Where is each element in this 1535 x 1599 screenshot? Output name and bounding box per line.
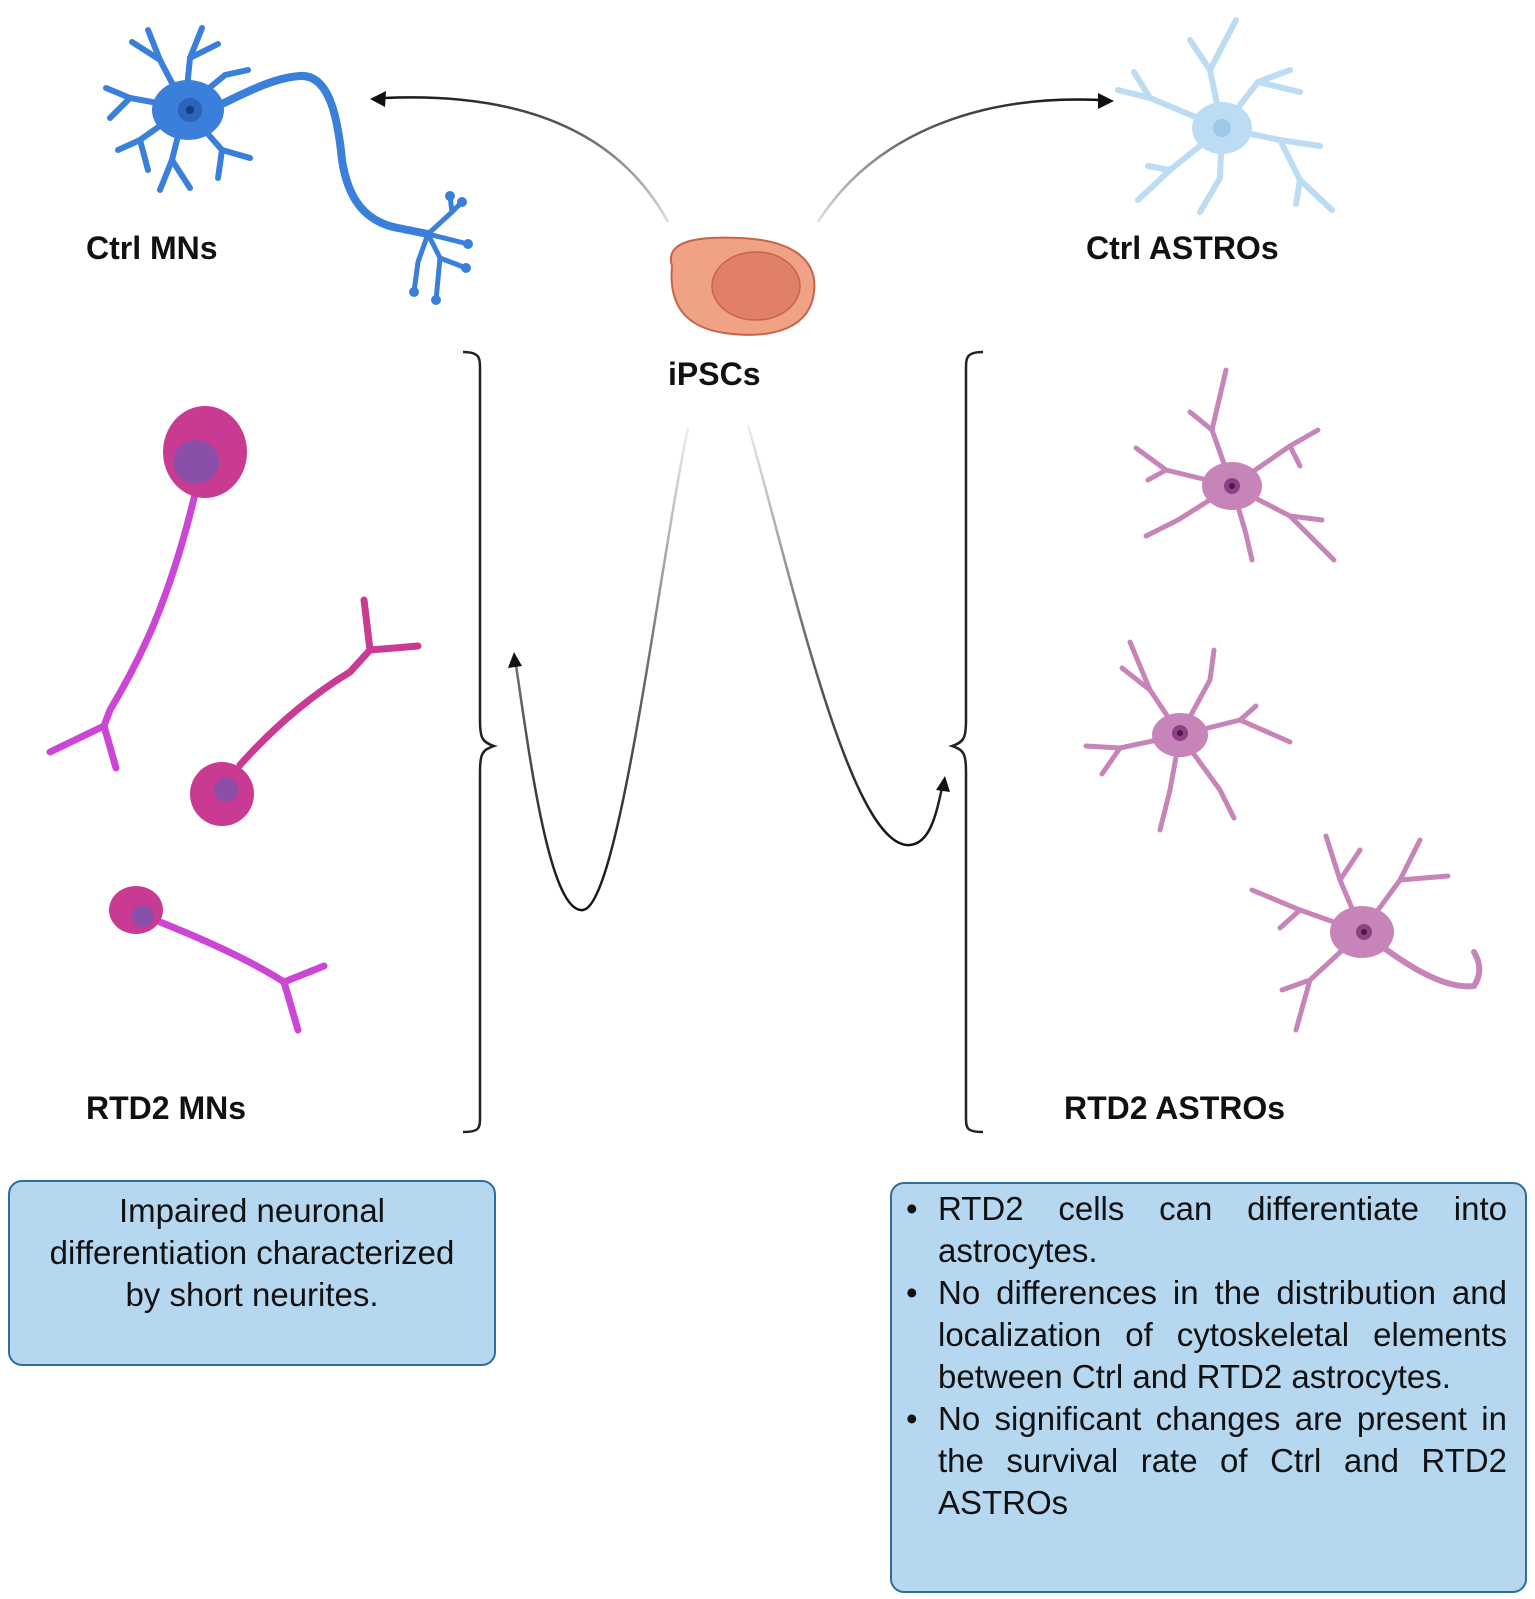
bullet-glyph: • — [906, 1190, 918, 1227]
rtd2-astrocyte-icon — [1133, 367, 1337, 563]
astrocyte-summary-list: • RTD2 cells can differentiate into astr… — [892, 1188, 1507, 1524]
left-brace — [462, 350, 498, 1134]
bullet-glyph: • — [906, 1400, 918, 1437]
ctrl-mns-label: Ctrl MNs — [86, 230, 218, 266]
rtd2-astrocyte-icon — [1083, 639, 1293, 833]
motor-neuron-icon — [103, 25, 473, 305]
summary-bullet-text: No differences in the distribution and l… — [938, 1274, 1507, 1395]
neuron-summary-text: Impaired neuronal differentiation charac… — [49, 1192, 455, 1313]
right-brace — [948, 350, 984, 1134]
ipscs-label: iPSCs — [668, 356, 761, 392]
neuron-summary-box: Impaired neuronal differentiation charac… — [8, 1180, 496, 1366]
astrocyte-icon — [1115, 17, 1335, 215]
arrow-to-rtd2-astros — [746, 424, 950, 847]
rtd2-astros-label: RTD2 ASTROs — [1064, 1090, 1286, 1126]
rtd2-astrocyte-icon — [1249, 833, 1483, 1033]
ctrl-astros-label: Ctrl ASTROs — [1086, 230, 1279, 266]
arrow-to-ctrl-astros — [816, 93, 1114, 223]
short-neurite-neuron-icon — [46, 406, 422, 1034]
bullet-glyph: • — [906, 1274, 918, 1311]
astrocyte-summary-box: • RTD2 cells can differentiate into astr… — [890, 1182, 1527, 1593]
arrow-to-rtd2-mns — [508, 427, 690, 912]
summary-bullet-item: • No significant changes are present in … — [892, 1398, 1507, 1524]
arrow-to-ctrl-mns — [370, 91, 670, 223]
stem-cell-icon — [669, 236, 816, 336]
summary-bullet-text: No significant changes are present in th… — [938, 1400, 1507, 1521]
summary-bullet-text: RTD2 cells can differentiate into astroc… — [938, 1190, 1507, 1269]
summary-bullet-item: • No differences in the distribution and… — [892, 1272, 1507, 1398]
summary-bullet-item: • RTD2 cells can differentiate into astr… — [892, 1188, 1507, 1272]
rtd2-mns-label: RTD2 MNs — [86, 1090, 247, 1126]
